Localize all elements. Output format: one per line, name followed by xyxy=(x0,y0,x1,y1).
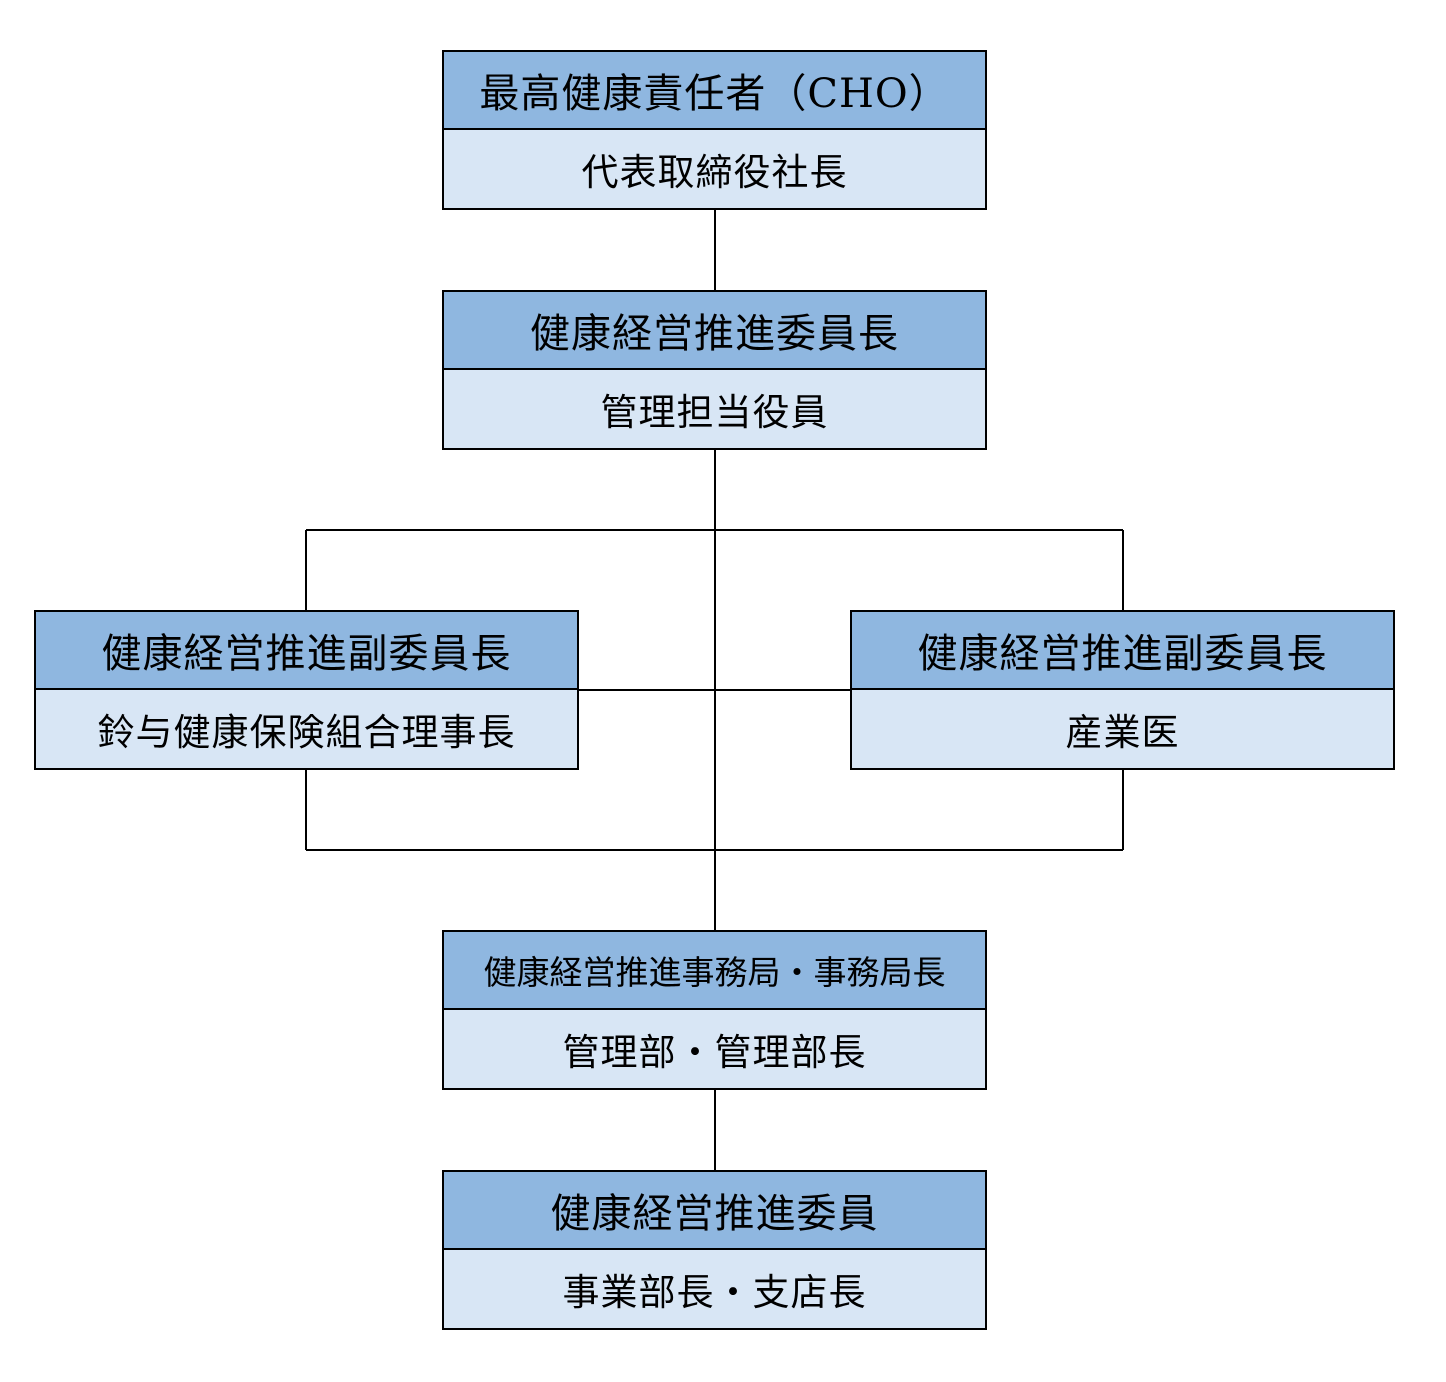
node-vice-chair-left-person: 鈴与健康保険組合理事長 xyxy=(36,690,577,768)
node-secretariat-person: 管理部・管理部長 xyxy=(444,1010,985,1088)
node-committee-chair-person: 管理担当役員 xyxy=(444,370,985,448)
node-secretariat: 健康経営推進事務局・事務局長 管理部・管理部長 xyxy=(442,930,987,1090)
node-vice-chair-right: 健康経営推進副委員長 産業医 xyxy=(850,610,1395,770)
node-committee-members: 健康経営推進委員 事業部長・支店長 xyxy=(442,1170,987,1330)
node-committee-members-person: 事業部長・支店長 xyxy=(444,1250,985,1328)
node-cho-title: 最高健康責任者（CHO） xyxy=(444,52,985,130)
node-committee-chair: 健康経営推進委員長 管理担当役員 xyxy=(442,290,987,450)
node-vice-chair-right-person: 産業医 xyxy=(852,690,1393,768)
node-cho: 最高健康責任者（CHO） 代表取締役社長 xyxy=(442,50,987,210)
node-committee-members-title: 健康経営推進委員 xyxy=(444,1172,985,1250)
node-vice-chair-left: 健康経営推進副委員長 鈴与健康保険組合理事長 xyxy=(34,610,579,770)
node-vice-chair-right-title: 健康経営推進副委員長 xyxy=(852,612,1393,690)
node-cho-person: 代表取締役社長 xyxy=(444,130,985,208)
node-secretariat-title: 健康経営推進事務局・事務局長 xyxy=(444,932,985,1010)
node-committee-chair-title: 健康経営推進委員長 xyxy=(444,292,985,370)
node-vice-chair-left-title: 健康経営推進副委員長 xyxy=(36,612,577,690)
